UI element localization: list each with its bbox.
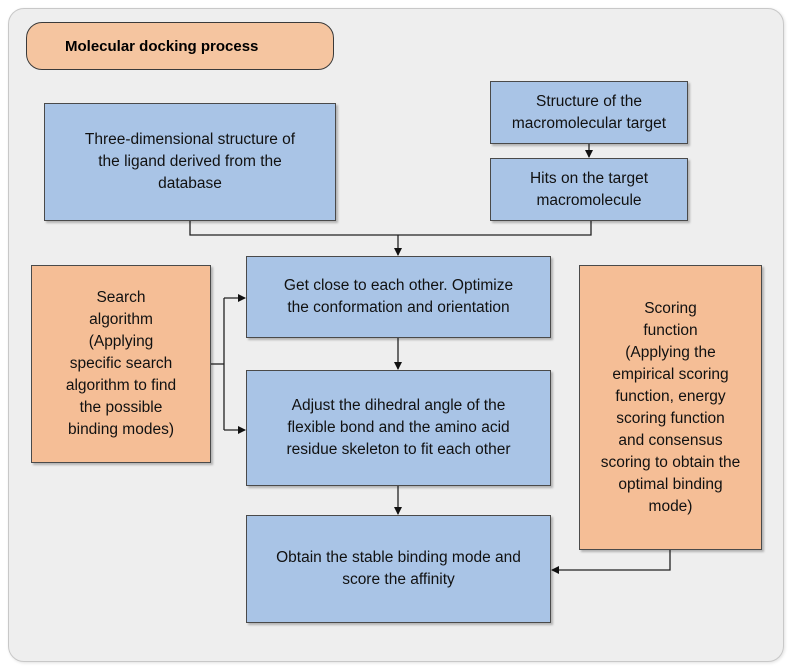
search-algorithm-box: Search algorithm (Applying specific sear… <box>31 265 211 463</box>
obtain-binding-text: Obtain the stable binding mode and score… <box>276 549 521 588</box>
get-close-box: Get close to each other. Optimize the co… <box>246 256 551 338</box>
target-structure-box: Structure of the macromolecular target <box>490 81 688 144</box>
obtain-binding-box: Obtain the stable binding mode and score… <box>246 515 551 623</box>
ligand-structure-box: Three-dimensional structure of the ligan… <box>44 103 336 221</box>
ligand-structure-text: Three-dimensional structure of the ligan… <box>84 131 296 192</box>
scoring-function-box: Scoring function (Applying the empirical… <box>579 265 762 550</box>
diagram-title: Molecular docking process <box>26 22 334 70</box>
get-close-text: Get close to each other. Optimize the co… <box>283 277 514 316</box>
arrow-scoring-to-obtain <box>551 550 671 574</box>
adjust-dihedral-box: Adjust the dihedral angle of the flexibl… <box>246 370 551 486</box>
scoring-function-text: Scoring function (Applying the empirical… <box>600 299 741 515</box>
line-ligand-merge <box>189 221 592 236</box>
search-algorithm-text: Search algorithm (Applying specific sear… <box>65 289 177 438</box>
adjust-dihedral-text: Adjust the dihedral angle of the flexibl… <box>286 397 511 458</box>
target-hits-box: Hits on the target macromolecule <box>490 158 688 221</box>
target-hits-text: Hits on the target macromolecule <box>529 169 649 209</box>
target-structure-text: Structure of the macromolecular target <box>511 92 667 132</box>
diagram-title-text: Molecular docking process <box>65 37 259 55</box>
